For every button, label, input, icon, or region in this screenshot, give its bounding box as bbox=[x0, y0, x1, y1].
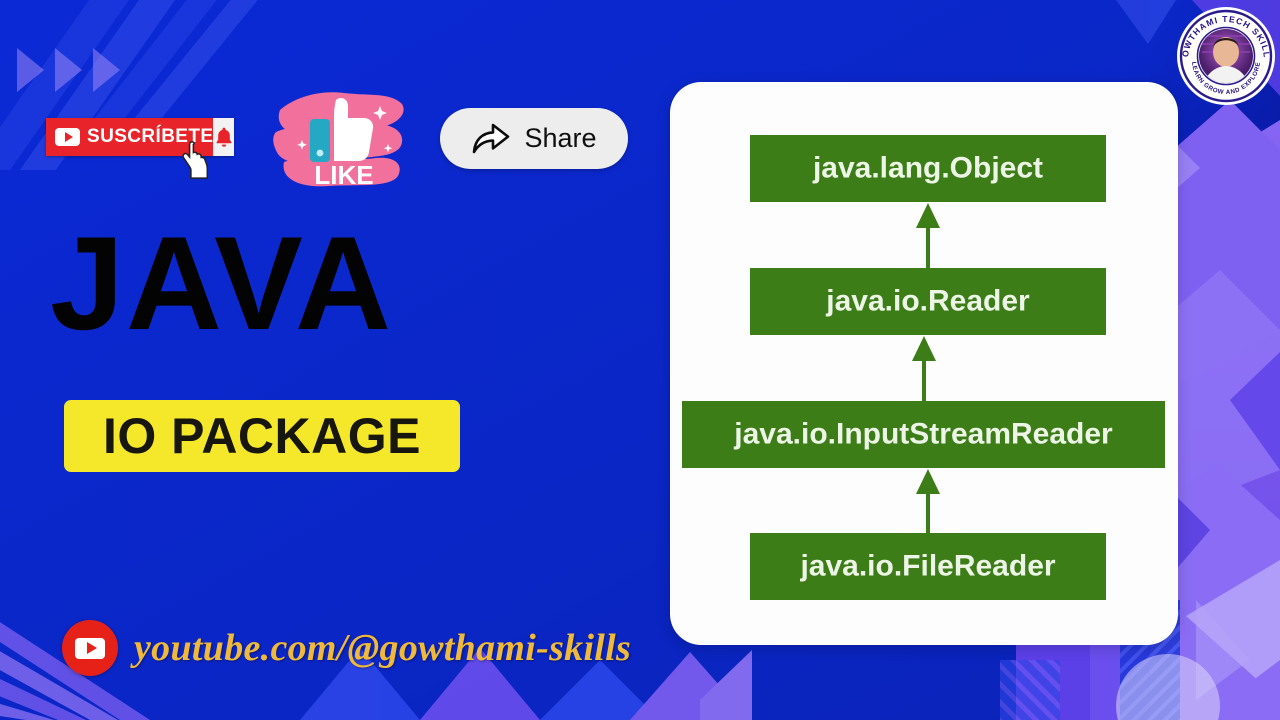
diagram-node-isr: java.io.InputStreamReader bbox=[682, 401, 1165, 468]
share-button[interactable]: Share bbox=[440, 108, 628, 169]
inheritance-arrow bbox=[912, 336, 936, 401]
like-label: LIKE bbox=[314, 160, 373, 190]
diagram-node-label: java.lang.Object bbox=[812, 151, 1043, 184]
diagram-node-reader: java.io.Reader bbox=[750, 268, 1106, 335]
inheritance-arrow bbox=[916, 469, 940, 533]
like-badge[interactable]: LIKE bbox=[272, 82, 408, 194]
subtitle-label: IO PACKAGE bbox=[103, 408, 421, 464]
inheritance-arrow bbox=[916, 203, 940, 268]
page-title: JAVA bbox=[50, 210, 394, 358]
youtube-play-icon bbox=[55, 128, 80, 146]
youtube-play-icon bbox=[62, 620, 118, 676]
diagram-node-fr: java.io.FileReader bbox=[750, 533, 1106, 600]
subscribe-button[interactable]: SUSCRÍBETE bbox=[46, 118, 234, 156]
share-label: Share bbox=[524, 123, 597, 153]
class-hierarchy-diagram: java.lang.Object java.io.Reader java.io.In… bbox=[682, 135, 1165, 600]
share-arrow-icon bbox=[473, 123, 510, 153]
subscribe-label: SUSCRÍBETE bbox=[87, 126, 214, 147]
diagram-node-label: java.io.InputStreamReader bbox=[733, 417, 1113, 450]
subtitle-badge: IO PACKAGE bbox=[64, 400, 460, 472]
diagram-node-object: java.lang.Object bbox=[750, 135, 1106, 202]
notification-bell-icon[interactable] bbox=[213, 118, 234, 156]
hand-cursor-icon bbox=[182, 141, 209, 179]
subscribe-main[interactable]: SUSCRÍBETE bbox=[46, 118, 214, 156]
diagram-node-label: java.io.FileReader bbox=[799, 549, 1055, 582]
diagram-card: java.lang.Object java.io.Reader java.io.In… bbox=[670, 82, 1178, 645]
channel-url-text: youtube.com/@gowthami-skills bbox=[134, 627, 632, 669]
diagram-node-label: java.io.Reader bbox=[825, 284, 1030, 317]
channel-logo-badge: GOWTHAMI TECH SKILLS LEARN GROW AND EXPL… bbox=[1176, 6, 1275, 105]
channel-link[interactable]: youtube.com/@gowthami-skills bbox=[62, 620, 631, 676]
